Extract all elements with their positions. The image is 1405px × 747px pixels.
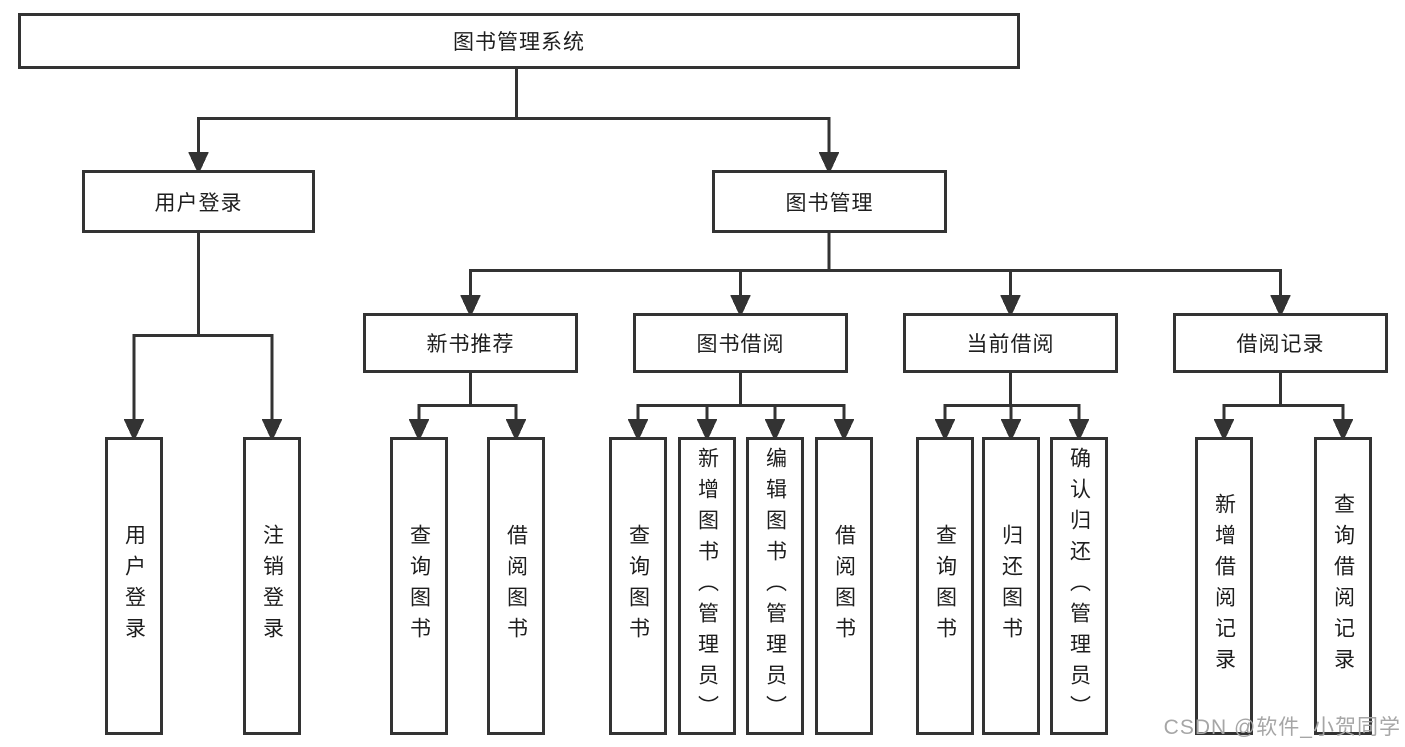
connector-management-to-groups: [460, 232, 1291, 318]
node-leaf-query-books-borrow-label: 查询图书: [626, 524, 650, 648]
node-leaf-query-books-recommend-label: 查询图书: [407, 524, 431, 648]
node-leaf-confirm-return-admin: 确认归还（管理员）: [1050, 437, 1108, 735]
node-leaf-add-book-admin-label: 新增图书（管理员）: [695, 446, 719, 726]
node-book-management-label: 图书管理: [785, 191, 874, 215]
node-borrow-records: 借阅记录: [1173, 313, 1388, 373]
node-current-borrow-label: 当前借阅: [966, 333, 1055, 356]
node-leaf-return-book: 归还图书: [982, 437, 1040, 735]
node-book-borrow: 图书借阅: [633, 313, 848, 373]
node-leaf-borrow-books-recommend: 借阅图书: [487, 437, 545, 735]
connector-records-to-leaves: [1213, 372, 1354, 442]
connector-login-to-leaves: [123, 232, 283, 442]
node-leaf-borrow-books-label: 借阅图书: [832, 524, 856, 648]
node-user-login-label: 用户登录: [154, 191, 243, 215]
watermark: CSDN @软件_小贺同学: [1163, 716, 1401, 739]
node-leaf-return-book-label: 归还图书: [999, 524, 1023, 648]
node-leaf-logout-label: 注销登录: [260, 524, 284, 648]
node-current-borrow: 当前借阅: [903, 313, 1118, 373]
node-leaf-query-books-current-label: 查询图书: [933, 524, 957, 648]
node-root-label: 图书管理系统: [453, 31, 585, 54]
node-leaf-query-borrow-record-label: 查询借阅记录: [1331, 493, 1355, 679]
node-leaf-user-login-label: 用户登录: [122, 524, 146, 648]
node-leaf-query-books-recommend: 查询图书: [390, 437, 448, 735]
node-leaf-add-book-admin: 新增图书（管理员）: [678, 437, 736, 735]
node-root: 图书管理系统: [18, 13, 1020, 69]
node-user-login: 用户登录: [82, 170, 315, 233]
node-leaf-logout: 注销登录: [243, 437, 301, 735]
connector-current-to-leaves: [934, 372, 1090, 442]
node-leaf-confirm-return-admin-label: 确认归还（管理员）: [1067, 446, 1091, 726]
node-book-management: 图书管理: [712, 170, 947, 233]
node-leaf-borrow-books-recommend-label: 借阅图书: [504, 524, 528, 648]
node-new-book-recommend-label: 新书推荐: [426, 333, 515, 356]
node-leaf-query-books-current: 查询图书: [916, 437, 974, 735]
node-leaf-add-borrow-record-label: 新增借阅记录: [1212, 493, 1236, 679]
node-borrow-records-label: 借阅记录: [1236, 333, 1325, 356]
node-book-borrow-label: 图书借阅: [696, 333, 785, 356]
connector-recommend-to-leaves: [408, 372, 527, 442]
node-leaf-query-borrow-record: 查询借阅记录: [1314, 437, 1372, 735]
node-leaf-query-books-borrow: 查询图书: [609, 437, 667, 735]
node-new-book-recommend: 新书推荐: [363, 313, 578, 373]
connector-root-to-level2: [188, 69, 840, 175]
node-leaf-edit-book-admin: 编辑图书（管理员）: [746, 437, 804, 735]
node-leaf-borrow-books: 借阅图书: [815, 437, 873, 735]
node-leaf-user-login: 用户登录: [105, 437, 163, 735]
node-leaf-add-borrow-record: 新增借阅记录: [1195, 437, 1253, 735]
node-leaf-edit-book-admin-label: 编辑图书（管理员）: [763, 446, 787, 726]
connector-borrow-to-leaves: [627, 372, 855, 442]
